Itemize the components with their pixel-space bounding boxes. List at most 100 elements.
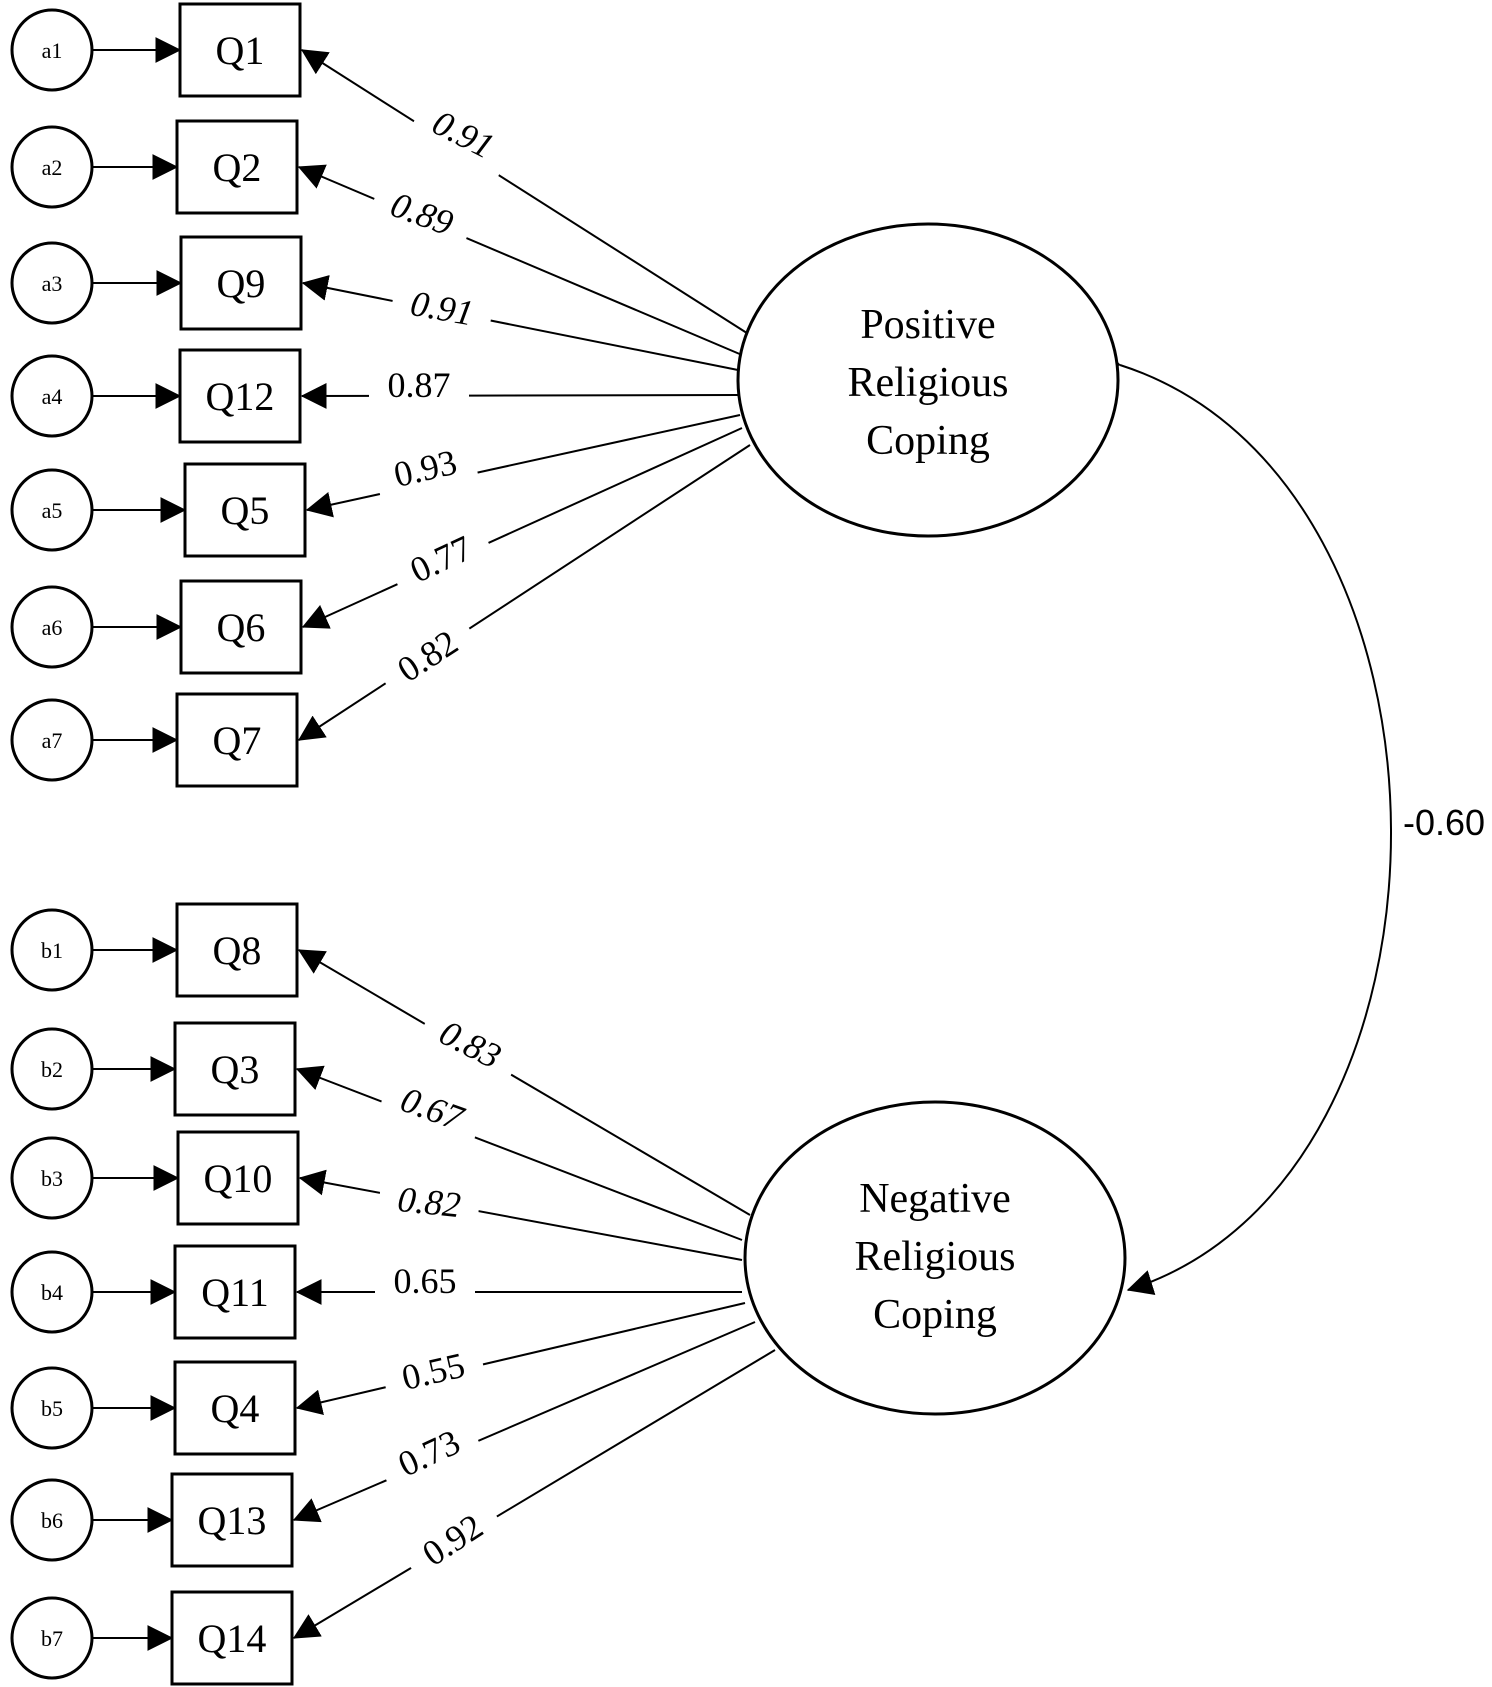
indicator-label: Q2 bbox=[213, 145, 262, 190]
loading-label-group: 0.82 bbox=[376, 615, 483, 704]
loading-label-backing bbox=[388, 523, 497, 603]
loading-arrow bbox=[301, 275, 739, 371]
loading-arrow bbox=[300, 382, 739, 409]
factor-negative: Negative Religious Coping bbox=[743, 1100, 1127, 1416]
correlation-label: -0.60 bbox=[1403, 802, 1485, 843]
loading-value: 0.65 bbox=[394, 1261, 457, 1301]
loading-label-backing bbox=[408, 97, 516, 179]
indicator-box-q4 bbox=[173, 1360, 297, 1456]
error-term-label: a7 bbox=[42, 728, 63, 753]
loading-label-backing bbox=[380, 1344, 488, 1406]
factor-positive-label-line-2: Religious bbox=[847, 360, 1008, 406]
factor-negative-label-line-3: Coping bbox=[873, 1292, 997, 1338]
error-term-label: a2 bbox=[42, 155, 63, 180]
indicator-label: Q12 bbox=[206, 374, 275, 419]
indicator-label: Q4 bbox=[211, 1386, 260, 1431]
loading-label-group: 0.67 bbox=[376, 1076, 485, 1149]
indicator-box-q8 bbox=[175, 902, 299, 998]
loading-value: 0.82 bbox=[396, 1179, 463, 1225]
loading-arrow bbox=[301, 427, 743, 629]
indicator-label: Q11 bbox=[201, 1270, 268, 1315]
factor-positive-ellipse bbox=[736, 222, 1120, 538]
loading-arrow bbox=[300, 49, 751, 336]
loading-label-group: 0.73 bbox=[376, 1417, 485, 1497]
loading-arrow bbox=[295, 1302, 746, 1416]
error-term-label: b5 bbox=[41, 1396, 63, 1421]
items-layer: a1 Q1 0.91 a2 Q2 0.89 a3 Q9 0.91 a4 Q12 0.87 a5 Q5 0.9… bbox=[10, 2, 776, 1686]
indicator-label: Q14 bbox=[198, 1616, 267, 1661]
error-term-label: b3 bbox=[41, 1166, 63, 1191]
error-term-label: a4 bbox=[42, 384, 63, 409]
indicator-box-q3 bbox=[173, 1021, 297, 1117]
loading-label-group: 0.92 bbox=[401, 1499, 508, 1588]
loading-label-backing bbox=[366, 181, 475, 254]
loading-arrow bbox=[305, 414, 741, 518]
loading-label-backing bbox=[415, 1007, 523, 1089]
loading-arrow bbox=[298, 1169, 743, 1261]
factor-positive-label-line-1: Positive bbox=[860, 302, 995, 348]
indicator-box-q5 bbox=[183, 462, 307, 558]
indicator-box-q10 bbox=[176, 1130, 300, 1226]
loading-label-group: 0.93 bbox=[372, 441, 480, 503]
loading-label-group: 0.87 bbox=[369, 365, 469, 409]
factor-negative-ellipse bbox=[743, 1100, 1127, 1416]
loading-arrow bbox=[297, 164, 743, 356]
error-term-label: b1 bbox=[41, 938, 63, 963]
loading-label-backing bbox=[376, 1417, 485, 1497]
indicator-label: Q8 bbox=[213, 928, 262, 973]
loading-label-backing bbox=[401, 1499, 508, 1588]
indicator-box-q9 bbox=[179, 235, 303, 331]
loading-label-backing bbox=[369, 369, 469, 409]
error-term-label: b2 bbox=[41, 1057, 63, 1082]
indicator-box-q11 bbox=[173, 1244, 297, 1340]
indicator-label: Q3 bbox=[211, 1047, 260, 1092]
indicator-box-q2 bbox=[175, 119, 299, 215]
loading-label-group: 0.55 bbox=[380, 1344, 488, 1406]
error-term-label: a3 bbox=[42, 271, 63, 296]
factor-negative-label-line-2: Religious bbox=[854, 1234, 1015, 1280]
indicator-box-q6 bbox=[179, 579, 303, 675]
loading-arrow bbox=[292, 1321, 756, 1523]
loading-label-group: 0.89 bbox=[366, 181, 475, 254]
loading-value: 0.89 bbox=[386, 184, 459, 243]
indicator-box-q7 bbox=[175, 692, 299, 788]
loading-label-backing bbox=[376, 1076, 485, 1149]
loading-label-backing bbox=[372, 441, 480, 503]
factor-negative-label-line-1: Negative bbox=[859, 1176, 1011, 1222]
error-term-label: a5 bbox=[42, 498, 63, 523]
loading-arrow bbox=[297, 949, 751, 1216]
indicator-label: Q6 bbox=[217, 605, 266, 650]
indicator-label: Q5 bbox=[221, 488, 270, 533]
loading-label-group: 0.91 bbox=[388, 283, 495, 341]
error-term-label: b4 bbox=[41, 1280, 63, 1305]
error-term-label: a1 bbox=[42, 38, 63, 63]
loading-value: 0.87 bbox=[388, 365, 451, 405]
loading-label-backing bbox=[375, 1265, 475, 1305]
indicator-box-q12 bbox=[178, 348, 302, 444]
indicator-label: Q7 bbox=[213, 718, 262, 763]
indicator-label: Q9 bbox=[217, 261, 266, 306]
factor-positive: Positive Religious Coping bbox=[736, 222, 1120, 538]
indicator-label: Q1 bbox=[216, 28, 265, 73]
loading-arrow bbox=[292, 1349, 776, 1639]
indicator-box-q1 bbox=[178, 2, 302, 98]
indicator-box-q13 bbox=[170, 1472, 294, 1568]
indicator-box-q14 bbox=[170, 1590, 294, 1686]
factor-covariance-arc bbox=[1092, 345, 1392, 1295]
loading-arrow bbox=[295, 1065, 743, 1241]
loading-label-group: 0.91 bbox=[408, 97, 516, 179]
error-term-label: b6 bbox=[41, 1508, 63, 1533]
loading-label-group: 0.82 bbox=[377, 1179, 481, 1232]
loading-arrow bbox=[297, 444, 751, 741]
loading-label-group: 0.77 bbox=[388, 523, 497, 603]
loading-label-group: 0.83 bbox=[415, 1007, 523, 1089]
indicator-label: Q13 bbox=[198, 1498, 267, 1543]
factor-positive-label-line-3: Coping bbox=[866, 418, 990, 464]
error-term-label: b7 bbox=[41, 1626, 63, 1651]
indicator-label: Q10 bbox=[204, 1156, 273, 1201]
error-term-label: a6 bbox=[42, 615, 63, 640]
loading-label-backing bbox=[376, 615, 483, 704]
loading-label-backing bbox=[388, 283, 495, 341]
loading-label-group: 0.65 bbox=[375, 1261, 475, 1305]
